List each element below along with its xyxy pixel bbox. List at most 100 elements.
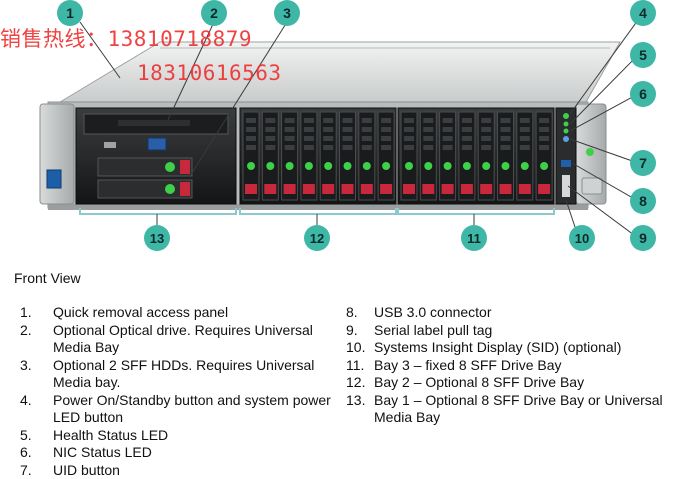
drive-vent (246, 118, 256, 123)
drive-vent (246, 127, 256, 132)
drive-slot (459, 112, 475, 200)
callout-number: 9 (639, 230, 647, 246)
legend-item: 10.Systems Insight Display (SID) (option… (346, 339, 676, 357)
drive-vent (285, 118, 295, 123)
drive-vent (501, 118, 511, 123)
drive-vent (304, 118, 314, 123)
drive-vent (304, 127, 314, 132)
callout-number: 13 (150, 231, 164, 246)
callout-number: 6 (639, 86, 647, 102)
drive-handle (264, 184, 276, 194)
drive-vent (265, 145, 275, 150)
drive-vent (285, 145, 295, 150)
drive-led (305, 162, 313, 170)
drive-handle (342, 184, 354, 194)
legend-text: UID button (48, 462, 340, 479)
drive-led (482, 162, 490, 170)
uid-button (563, 136, 569, 142)
drive-vent (323, 127, 333, 132)
intel-badge (47, 170, 61, 188)
callout-13: 13 (144, 225, 170, 251)
drive-slot (378, 112, 394, 200)
drive-slot (498, 112, 514, 200)
drive-handle (461, 184, 473, 194)
usb-port-front (104, 142, 116, 148)
drive-led (444, 162, 452, 170)
drive-led (363, 162, 371, 170)
drive-slot (282, 112, 298, 200)
legend-text: Bay 3 – fixed 8 SFF Drive Bay (374, 357, 676, 375)
drive-led (424, 162, 432, 170)
drive-led (382, 162, 390, 170)
callout-6: 6 (630, 81, 656, 107)
callout-number: 2 (210, 5, 218, 21)
drive-vent (381, 127, 391, 132)
legend-number: 13. (346, 392, 365, 410)
drive-led (344, 162, 352, 170)
drive-slot (262, 112, 278, 200)
drive-vent (462, 118, 472, 123)
drive-vent (501, 145, 511, 150)
drive-slot (340, 112, 356, 200)
callout-12: 12 (304, 225, 330, 251)
legend-item: 13. Bay 1 – Optional 8 SFF Drive Bay or U… (346, 392, 676, 427)
legend-number: 8. (346, 304, 358, 322)
drive-vent (285, 136, 295, 141)
drive-handle (403, 184, 415, 194)
drive-vent (539, 127, 549, 132)
drive-vent (404, 145, 414, 150)
drive-slot (478, 112, 494, 200)
drive-vent (323, 136, 333, 141)
drive-vent (381, 145, 391, 150)
legend-text: Power On/Standby button and system power… (48, 392, 340, 427)
legend-number: 6. (20, 444, 32, 462)
legend-number: 3. (20, 357, 32, 375)
hdd-led-a (165, 162, 175, 172)
drive-vent (265, 136, 275, 141)
drive-handle (361, 184, 373, 194)
legend-text: Optional Optical drive. Requires Univers… (48, 322, 340, 357)
drive-led (266, 162, 274, 170)
callout-10: 10 (569, 225, 595, 251)
drive-vent (443, 136, 453, 141)
drive-vent (343, 145, 353, 150)
drive-handle (380, 184, 392, 194)
drive-vent (443, 127, 453, 132)
legend-number: 5. (20, 427, 32, 445)
drive-vent (462, 136, 472, 141)
sff-hdd-slot-a (98, 158, 192, 176)
drive-led (247, 162, 255, 170)
legend-item: 7.UID button (20, 462, 340, 479)
drive-vent (285, 127, 295, 132)
legend-text: NIC Status LED (48, 444, 340, 462)
drive-handle (322, 184, 334, 194)
drive-vent (520, 118, 530, 123)
drive-vent (423, 136, 433, 141)
drive-vent (323, 118, 333, 123)
drive-vent (323, 145, 333, 150)
callout-number: 10 (575, 231, 589, 246)
legend-item: 11.Bay 3 – fixed 8 SFF Drive Bay (346, 357, 676, 375)
drive-led (463, 162, 471, 170)
callout-9: 9 (630, 225, 656, 251)
drive-led (521, 162, 529, 170)
drive-vent (423, 118, 433, 123)
drive-handle (500, 184, 512, 194)
health-led (564, 122, 569, 127)
drive-vent (443, 145, 453, 150)
drive-vent (404, 136, 414, 141)
legend-text: Optional 2 SFF HDDs. Requires Universal … (48, 357, 340, 392)
legend-item: 2.Optional Optical drive. Requires Unive… (20, 322, 340, 357)
nic-led (564, 129, 569, 134)
drive-vent (343, 136, 353, 141)
proliant-badge (582, 178, 602, 194)
drive-vent (520, 127, 530, 132)
legend-text: Health Status LED (48, 427, 340, 445)
drive-vent (520, 136, 530, 141)
drive-vent (343, 118, 353, 123)
drive-vent (404, 118, 414, 123)
drive-vent (246, 145, 256, 150)
legend-text: Bay 1 – Optional 8 SFF Drive Bay or Univ… (374, 392, 676, 427)
callout-11: 11 (461, 225, 487, 251)
